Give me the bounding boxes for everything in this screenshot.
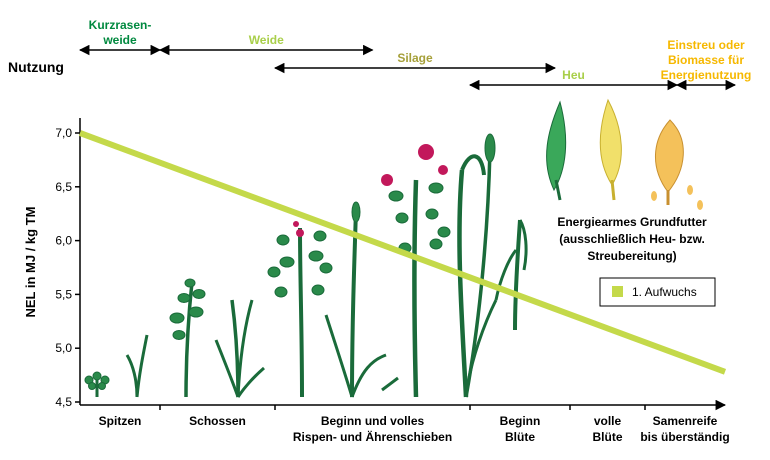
y-tick-label: 6,0 — [55, 234, 72, 248]
annotation-line: Energiearmes Grundfutter — [557, 215, 707, 229]
annotation: Energiearmes Grundfutter (ausschließlich … — [557, 215, 707, 263]
annotation-line: Streubereitung) — [587, 249, 676, 263]
x-category-label: Schossen — [189, 414, 246, 428]
x-category-label: Blüte — [593, 430, 623, 444]
x-category-label: Beginn — [500, 414, 541, 428]
usage-range-label: Weide — [249, 33, 284, 47]
plant-rispen-icon — [267, 201, 399, 398]
plant-spitzen-icon — [84, 334, 149, 398]
usage-range-label: weide — [102, 33, 137, 47]
x-category-label: Rispen- und Ährenschieben — [293, 429, 452, 444]
plant-volle-bluete-icon — [494, 219, 528, 331]
usage-range-label: Kurzrasen- — [89, 18, 152, 32]
x-category-label: Samenreife — [653, 414, 718, 428]
y-axis-title: NEL in MJ / kg TM — [23, 207, 38, 318]
usage-range-label: Heu — [562, 68, 585, 82]
y-tick-label: 7,0 — [55, 126, 72, 140]
usage-range-label: Einstreu oder — [667, 38, 745, 52]
series-line-aufwuchs — [78, 130, 727, 375]
usage-range-label: Energienutzung — [661, 68, 752, 82]
plant-illustrations — [84, 98, 703, 398]
usage-range-label: Biomasse für — [668, 53, 744, 67]
plant-bluete-icon — [381, 133, 498, 398]
y-tick-label: 5,0 — [55, 341, 72, 355]
legend: 1. Aufwuchs — [599, 277, 716, 307]
usage-range-label: Silage — [397, 51, 433, 65]
plant-schossen-icon — [169, 278, 265, 398]
y-tick-label: 5,5 — [55, 287, 72, 301]
usage-label: Nutzung — [8, 59, 64, 75]
plant-samenreife-icon — [546, 98, 703, 210]
x-category-label: bis überständig — [640, 430, 729, 444]
y-tick-label: 4,5 — [55, 395, 72, 409]
x-category-label: volle — [594, 414, 622, 428]
legend-label: 1. Aufwuchs — [632, 285, 697, 299]
x-category-label: Blüte — [505, 430, 535, 444]
x-category-label: Beginn und volles — [321, 414, 425, 428]
annotation-line: (ausschließlich Heu- bzw. — [559, 232, 705, 246]
legend-swatch — [612, 286, 623, 297]
y-tick-label: 6,5 — [55, 180, 72, 194]
x-category-label: Spitzen — [99, 414, 142, 428]
